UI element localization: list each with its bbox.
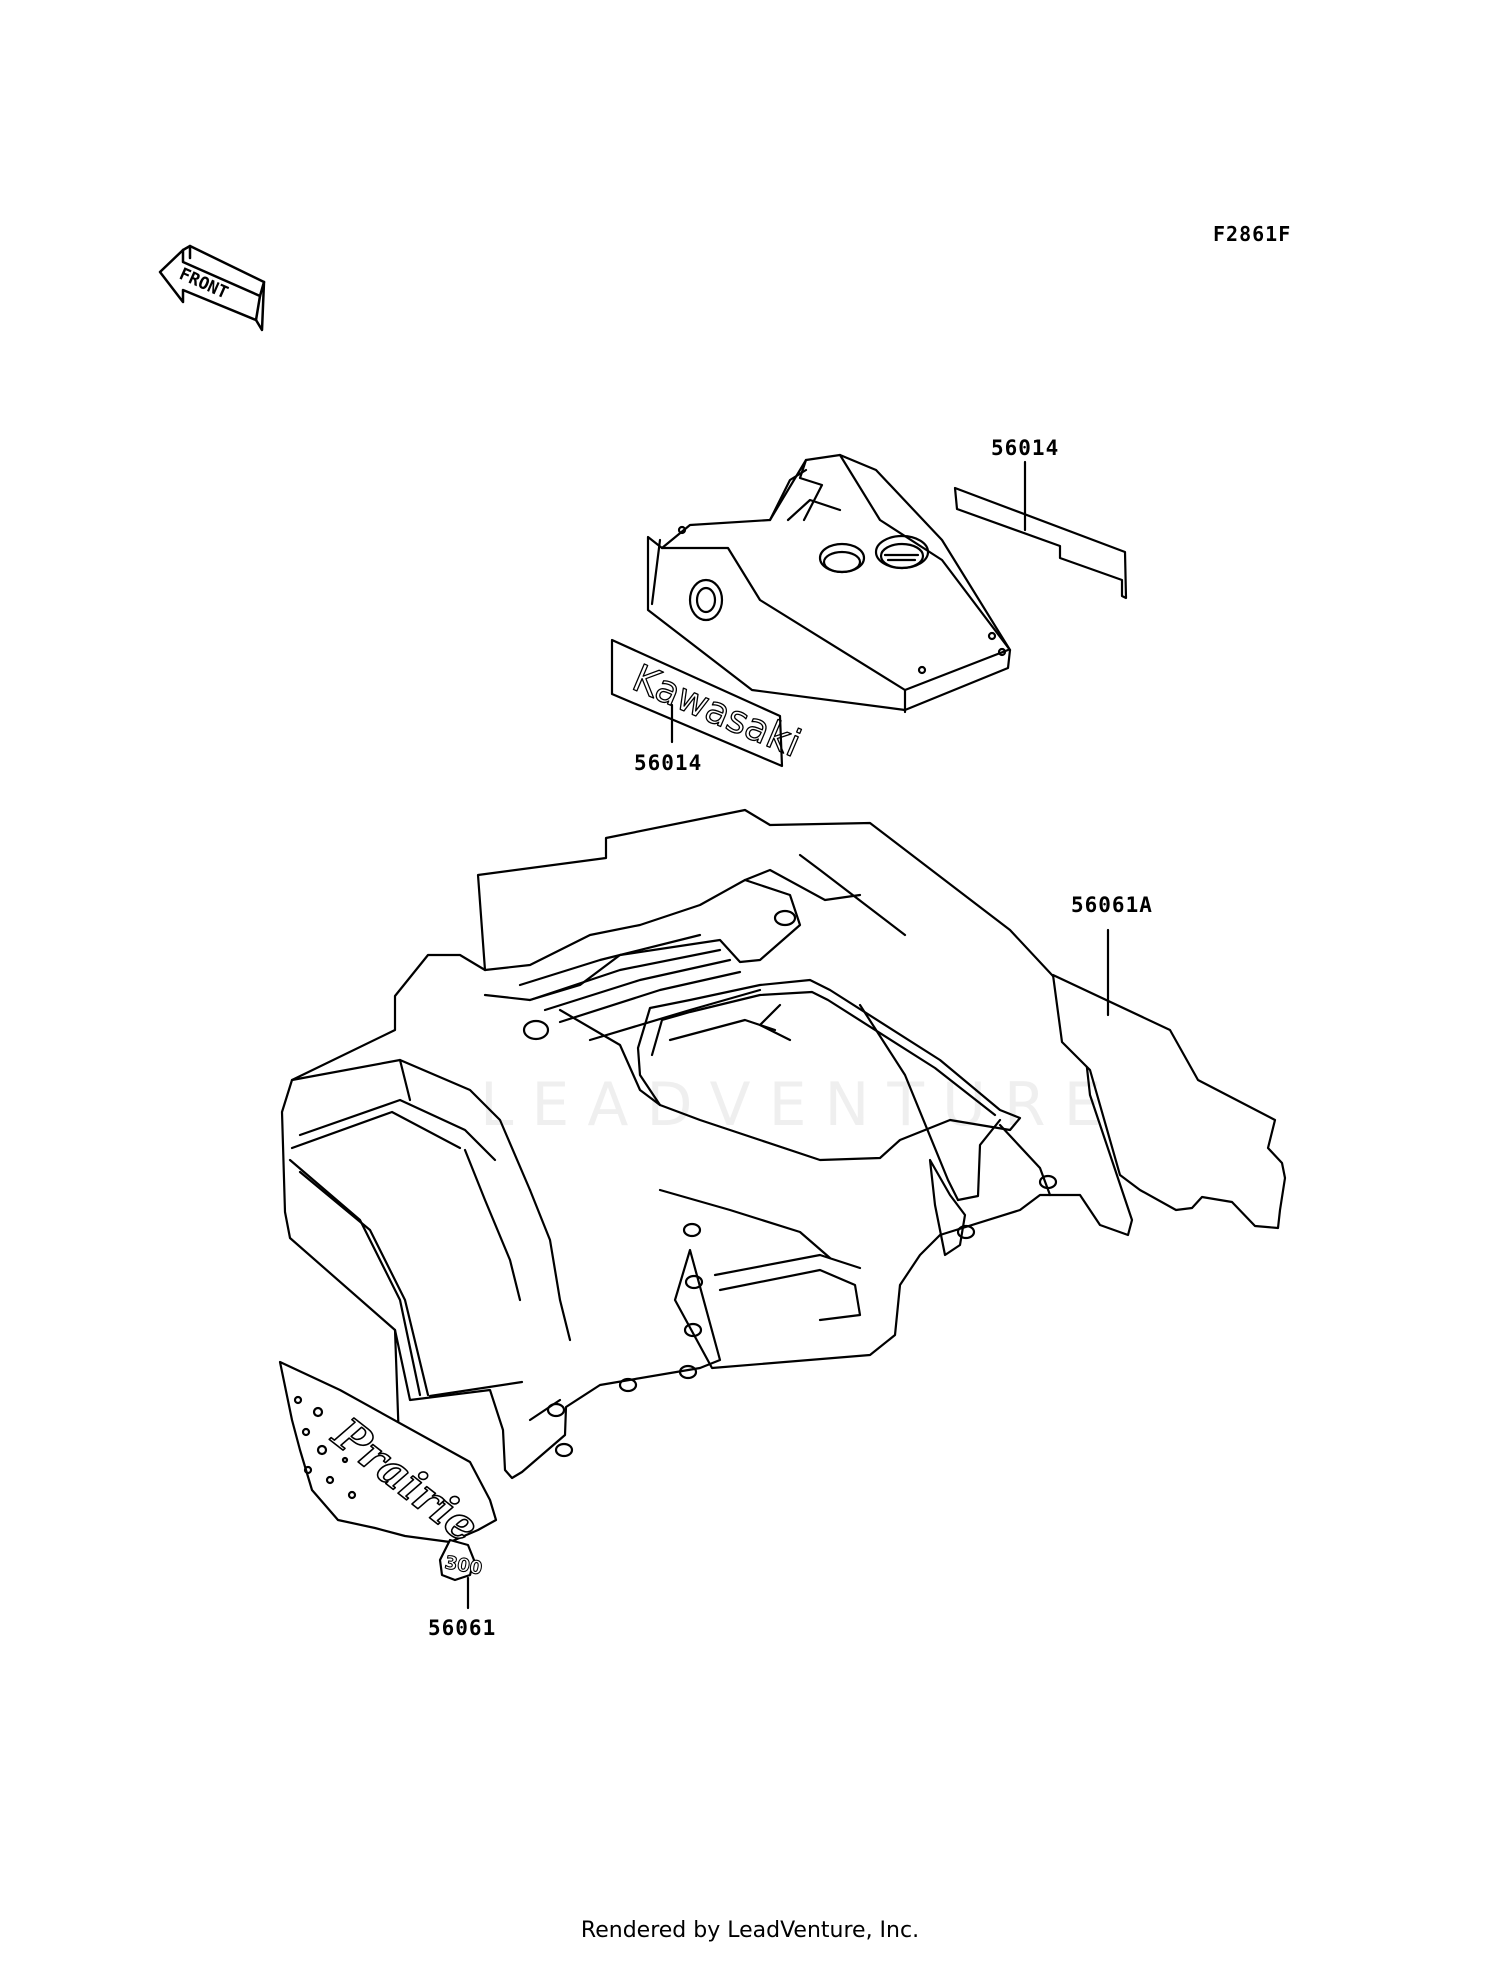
diagram-code: F2861F xyxy=(1213,222,1292,246)
front-cover xyxy=(646,453,1012,714)
part-number-56014-top[interactable]: 56014 xyxy=(991,436,1060,460)
part-number-56061a[interactable]: 56061A xyxy=(1071,893,1153,917)
footer-credit: Rendered by LeadVenture, Inc. xyxy=(580,1918,920,1943)
rear-fender xyxy=(280,808,1134,1482)
part-number-56014-kawasaki[interactable]: 56014 xyxy=(634,751,703,775)
decal-56014-top xyxy=(953,460,1128,600)
decal-56061a xyxy=(1051,928,1287,1230)
part-number-56061[interactable]: 56061 xyxy=(428,1616,497,1640)
front-arrow-icon: FRONT xyxy=(158,244,266,332)
watermark-text: LEADVENTURE xyxy=(480,1070,1120,1140)
decal-prairie: Prairie 300 xyxy=(278,1360,498,1610)
